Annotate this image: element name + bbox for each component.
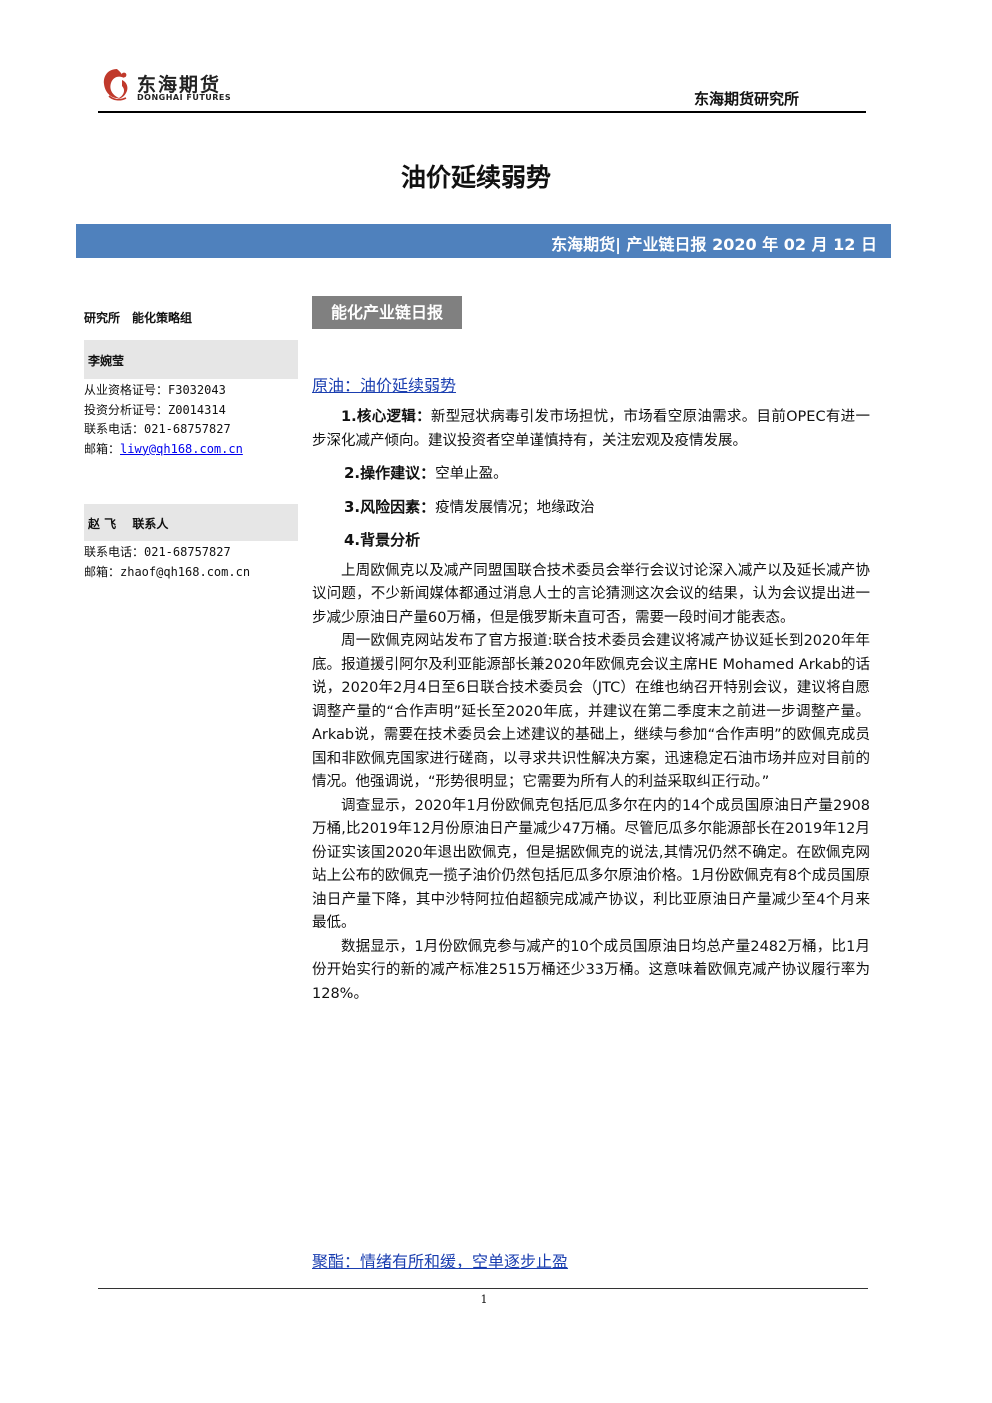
document-title: 油价延续弱势 (400, 163, 551, 192)
core-logic-text: 新型冠状病毒引发市场担忧，市场看空原油需求。目前OPEC有进一步深化减产倾向。建… (312, 409, 870, 449)
email-label: 邮箱： (84, 441, 121, 456)
section-tag-label: 能化产业链日报 (330, 303, 443, 322)
research-group: 研究所 能化策略组 (84, 311, 193, 325)
crude-body: 1.核心逻辑：新型冠状病毒引发市场担忧，市场看空原油需求。目前OPEC有进一步深… (312, 406, 870, 1006)
analyst2-name: 赵 飞 联系人 (88, 517, 169, 531)
banner-text: 东海期货| 产业链日报 2020 年 02 月 12 日 (551, 235, 877, 254)
institute-name: 东海期货研究所 (694, 90, 800, 108)
dragon-logo-icon (100, 66, 134, 102)
risk-label: 3.风险因素： (344, 497, 436, 516)
body-paragraph: 调查显示，2020年1月份欧佩克包括厄瓜多尔在内的14个成员国原油日产量2908… (312, 797, 870, 932)
analyst1-contact: 从业资格证号：F3032043 投资分析证号：Z0014314 联系电话：021… (84, 381, 298, 459)
advice: 2.操作建议：空单止盈。 (312, 462, 870, 487)
risk: 3.风险因素：疫情发展情况；地缘政治 (312, 496, 870, 521)
analyst2-line: 联系电话：021-68757827 (84, 545, 231, 559)
polyester-heading-link[interactable]: 聚酯：情绪有所和缓，空单逐步止盈 (312, 1252, 569, 1271)
page-number: 1 (480, 1293, 488, 1306)
analyst1-line: 从业资格证号：F3032043 (84, 383, 226, 397)
analyst1-email-row: 邮箱：liwy@qh168.com.cn (84, 440, 298, 460)
analyst1-name: 李婉莹 (88, 354, 125, 368)
analyst2-contact: 联系电话：021-68757827 邮箱：zhaof@qh168.com.cn (84, 543, 298, 582)
body-paragraph: 上周欧佩克以及减产同盟国联合技术委员会举行会议讨论深入减产以及延长减产协议问题，… (312, 562, 870, 626)
footer-rule (98, 1288, 868, 1289)
report-banner: 东海期货| 产业链日报 2020 年 02 月 12 日 (76, 224, 891, 258)
header-rule (98, 111, 866, 113)
analyst2-band: 赵 飞 联系人 (84, 504, 298, 541)
advice-label: 2.操作建议： (344, 464, 436, 482)
risk-text: 疫情发展情况；地缘政治 (435, 499, 595, 516)
advice-text: 空单止盈。 (435, 466, 508, 482)
logo-en-text: DONGHAI FUTURES (137, 93, 232, 102)
background-label: 4.背景分析 (344, 531, 421, 549)
body-paragraph: 数据显示，1月份欧佩克参与减产的10个成员国原油日均总产量2482万桶，比1月份… (312, 938, 870, 1002)
analyst1-band: 李婉莹 (84, 340, 298, 379)
analyst2-line: 邮箱：zhaof@qh168.com.cn (84, 564, 251, 579)
body-paragraph: 周一欧佩克网站发布了官方报道:联合技术委员会建议将减产协议延长到2020年年底。… (312, 633, 870, 790)
crude-heading-link[interactable]: 原油：油价延续弱势 (312, 376, 457, 395)
analyst1-line: 投资分析证号：Z0014314 (84, 402, 226, 417)
analyst1-line: 联系电话：021-68757827 (84, 422, 231, 436)
section-tag: 能化产业链日报 (312, 296, 462, 329)
analyst1-email-link[interactable]: liwy@qh168.com.cn (120, 441, 243, 456)
background: 4.背景分析 (312, 529, 870, 554)
core-logic-label: 1.核心逻辑： (341, 409, 431, 425)
logo-cn-text: 东海期货 (137, 74, 222, 96)
core-logic: 1.核心逻辑：新型冠状病毒引发市场担忧，市场看空原油需求。目前OPEC有进一步深… (312, 406, 870, 453)
